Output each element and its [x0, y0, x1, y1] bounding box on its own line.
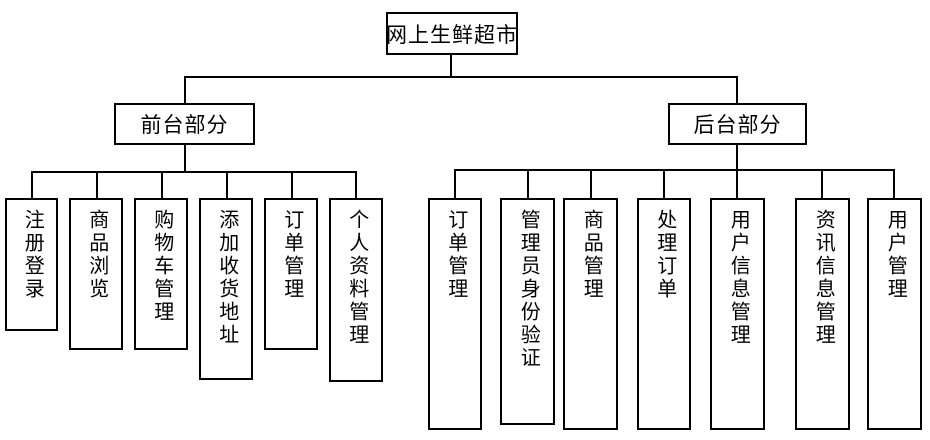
leaf-label: 商品管理 [580, 209, 603, 301]
connector-backend-child-5 [736, 169, 738, 198]
connector-backend-child-2 [527, 169, 529, 198]
leaf-node-cart-management[interactable]: 购物车管理 [134, 198, 188, 350]
leaf-label: 购物车管理 [150, 209, 173, 324]
connector-frontend-child-3 [161, 171, 163, 198]
leaf-label: 用户信息管理 [727, 209, 750, 347]
leaf-node-order-management[interactable]: 订单管理 [264, 198, 318, 350]
leaf-label: 订单管理 [280, 209, 303, 301]
connector-frontend-child-6 [355, 171, 357, 198]
connector-backend-child-4 [663, 169, 665, 198]
leaf-node-product-management[interactable]: 商品管理 [563, 198, 618, 430]
leaf-node-user-management[interactable]: 用户管理 [867, 198, 922, 430]
leaf-label: 资讯信息管理 [812, 209, 835, 347]
connector-to-backend [736, 76, 738, 103]
leaf-label: 添加收货地址 [215, 209, 238, 347]
connector-backend-stem [736, 145, 738, 170]
connector-backend-child-1 [454, 169, 456, 198]
leaf-node-news-info-management[interactable]: 资讯信息管理 [795, 198, 850, 430]
connector-level1-bar [184, 76, 738, 78]
leaf-label: 处理订单 [653, 209, 676, 301]
branch-node-frontend[interactable]: 前台部分 [114, 103, 255, 145]
leaf-label: 商品浏览 [85, 209, 108, 301]
leaf-node-process-order[interactable]: 处理订单 [637, 198, 691, 430]
connector-root-stem [450, 55, 452, 77]
connector-backend-bar [454, 169, 894, 171]
leaf-label: 注册登录 [21, 209, 44, 301]
connector-frontend-child-1 [31, 171, 33, 198]
connector-backend-child-7 [893, 169, 895, 198]
leaf-node-register-login[interactable]: 注册登录 [5, 198, 58, 331]
leaf-node-order-management-admin[interactable]: 订单管理 [428, 198, 482, 430]
connector-frontend-child-2 [96, 171, 98, 198]
leaf-node-personal-profile-management[interactable]: 个人资料管理 [329, 198, 383, 382]
branch-node-backend[interactable]: 后台部分 [668, 103, 807, 145]
leaf-label: 个人资料管理 [345, 209, 368, 347]
connector-frontend-stem [184, 145, 186, 172]
leaf-node-product-browse[interactable]: 商品浏览 [69, 198, 123, 350]
connector-to-frontend [184, 76, 186, 103]
connector-backend-child-3 [590, 169, 592, 198]
root-node[interactable]: 网上生鲜超市 [386, 12, 518, 55]
leaf-label: 订单管理 [444, 209, 467, 301]
connector-frontend-bar [31, 171, 357, 173]
leaf-label: 用户管理 [884, 209, 907, 301]
leaf-node-admin-identity-verification[interactable]: 管理员身份验证 [500, 198, 555, 425]
connector-frontend-child-5 [291, 171, 293, 198]
leaf-node-user-info-management[interactable]: 用户信息管理 [710, 198, 765, 430]
connector-frontend-child-4 [226, 171, 228, 198]
leaf-node-add-shipping-address[interactable]: 添加收货地址 [199, 198, 253, 380]
leaf-label: 管理员身份验证 [517, 209, 540, 370]
connector-backend-child-6 [821, 169, 823, 198]
